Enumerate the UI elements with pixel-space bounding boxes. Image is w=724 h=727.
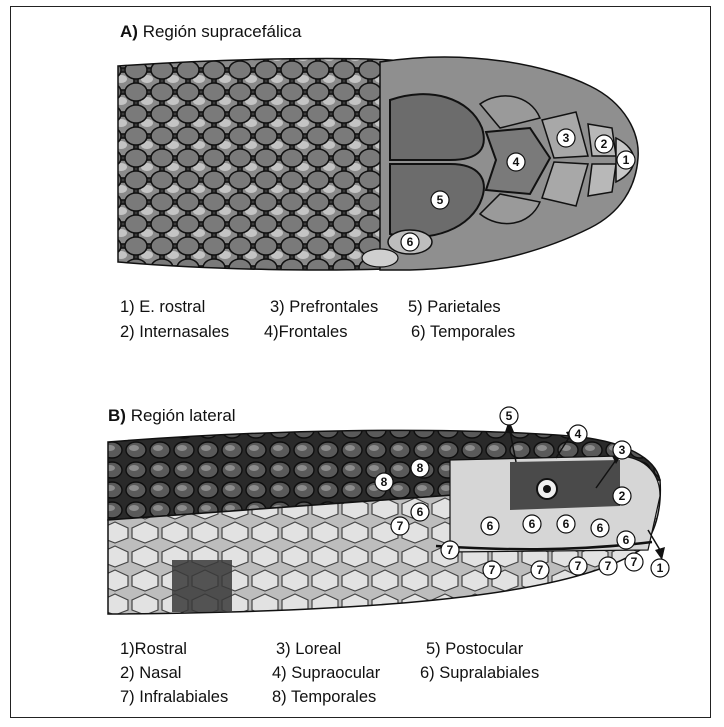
- svg-text:7: 7: [397, 519, 404, 533]
- marker-frontal: 4: [507, 153, 525, 171]
- marker-loreal: 3: [613, 441, 631, 459]
- marker-infralabial: 7: [531, 561, 549, 579]
- svg-text:1: 1: [623, 153, 630, 167]
- svg-text:6: 6: [487, 519, 494, 533]
- svg-text:7: 7: [489, 563, 496, 577]
- marker-infralabial: 7: [569, 557, 587, 575]
- marker-infralabial: 7: [441, 541, 459, 559]
- legend-a-item-6: 6) Temporales: [411, 323, 515, 342]
- svg-text:7: 7: [605, 559, 612, 573]
- svg-text:7: 7: [447, 543, 454, 557]
- marker-supralabial: 6: [617, 531, 635, 549]
- svg-text:4: 4: [513, 155, 520, 169]
- svg-text:7: 7: [575, 559, 582, 573]
- svg-text:6: 6: [597, 521, 604, 535]
- marker-supralabial: 6: [523, 515, 541, 533]
- marker-temporal: 6: [401, 233, 419, 251]
- marker-postocular: 5: [500, 407, 518, 425]
- marker-infralabial: 7: [483, 561, 501, 579]
- marker-supralabial: 6: [557, 515, 575, 533]
- svg-text:3: 3: [619, 443, 626, 457]
- legend-a-item-5: 5) Parietales: [408, 298, 501, 317]
- svg-text:6: 6: [529, 517, 536, 531]
- section-a-title: A) Región supracefálica: [120, 22, 301, 42]
- svg-text:5: 5: [506, 409, 513, 423]
- legend-a-item-1: 1) E. rostral: [120, 298, 205, 317]
- legend-b-item-6: 6) Supralabiales: [420, 664, 539, 683]
- marker-prefrontal: 3: [557, 129, 575, 147]
- legend-a-item-4: 4)Frontales: [264, 323, 347, 342]
- svg-text:8: 8: [381, 475, 388, 489]
- svg-text:3: 3: [563, 131, 570, 145]
- legend-b-item-1: 1)Rostral: [120, 640, 187, 659]
- marker-supraocular: 4: [569, 425, 587, 443]
- svg-text:1: 1: [657, 561, 664, 575]
- section-a-letter: A): [120, 22, 138, 41]
- svg-text:6: 6: [407, 235, 414, 249]
- marker-infralabial: 7: [625, 553, 643, 571]
- marker-rostral: 1: [651, 559, 669, 577]
- svg-text:6: 6: [623, 533, 630, 547]
- snake-head-top-view-illustration: 1 2 3 4 5 6: [110, 48, 670, 280]
- svg-text:6: 6: [417, 505, 424, 519]
- marker-supralabial: 6: [481, 517, 499, 535]
- svg-text:5: 5: [437, 193, 444, 207]
- marker-supralabial: 6: [591, 519, 609, 537]
- marker-infralabial: 7: [391, 517, 409, 535]
- snake-head-lateral-view-illustration: 5 4 3 2 1 8 8 6 6 6 6 6: [100, 400, 680, 626]
- marker-supralabial: 6: [411, 503, 429, 521]
- legend-b-item-3: 3) Loreal: [276, 640, 341, 659]
- svg-text:4: 4: [575, 427, 582, 441]
- marker-parietal: 5: [431, 191, 449, 209]
- marker-internasal: 2: [595, 135, 613, 153]
- section-a-label: Región supracefálica: [143, 22, 302, 41]
- svg-text:7: 7: [631, 555, 638, 569]
- svg-text:8: 8: [417, 461, 424, 475]
- legend-b-item-2: 2) Nasal: [120, 664, 181, 683]
- legend-b-item-8: 8) Temporales: [272, 688, 376, 707]
- legend-a-item-3: 3) Prefrontales: [270, 298, 378, 317]
- marker-nasal: 2: [613, 487, 631, 505]
- svg-text:2: 2: [601, 137, 608, 151]
- svg-text:7: 7: [537, 563, 544, 577]
- svg-text:2: 2: [619, 489, 626, 503]
- marker-infralabial: 7: [599, 557, 617, 575]
- svg-text:6: 6: [563, 517, 570, 531]
- legend-b-item-4: 4) Supraocular: [272, 664, 380, 683]
- marker-temporal: 8: [375, 473, 393, 491]
- legend-b-item-5: 5) Postocular: [426, 640, 523, 659]
- marker-rostral: 1: [617, 151, 635, 169]
- legend-b-item-7: 7) Infralabiales: [120, 688, 228, 707]
- marker-temporal: 8: [411, 459, 429, 477]
- legend-a-item-2: 2) Internasales: [120, 323, 229, 342]
